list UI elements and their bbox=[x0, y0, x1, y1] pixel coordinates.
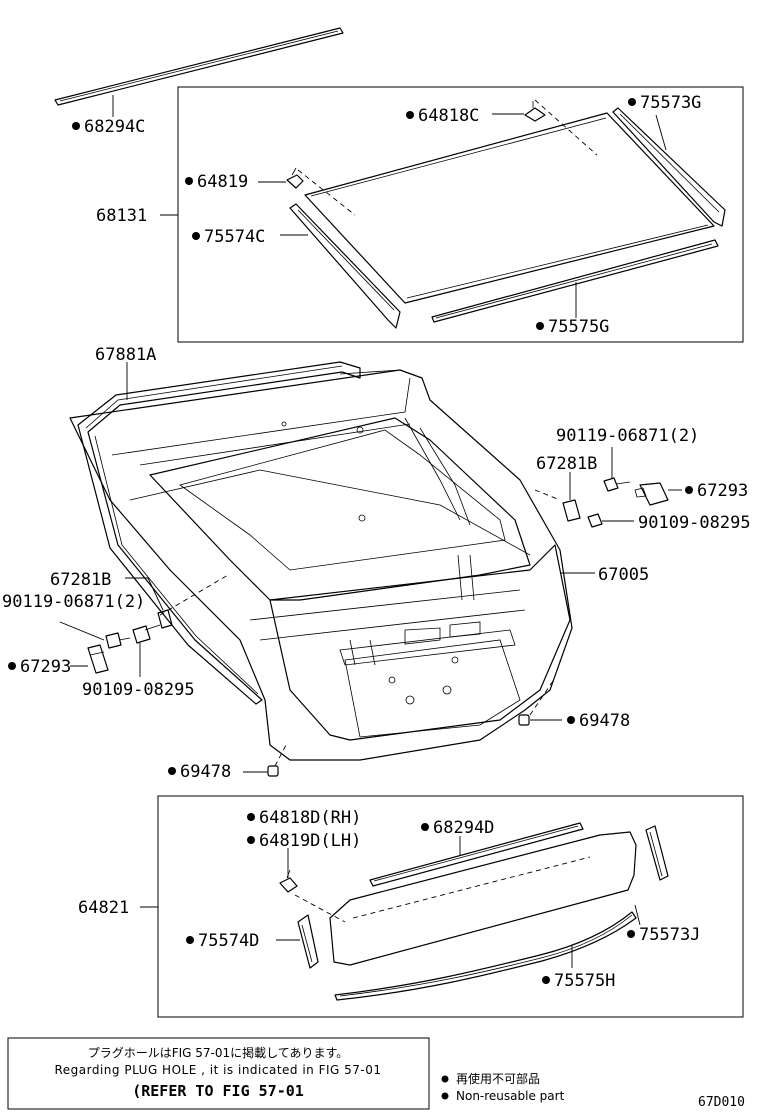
legend: 再使用不可部品 Non-reusable part bbox=[441, 1071, 565, 1103]
label-90119-left: 90119-06871(2) bbox=[2, 592, 145, 612]
label-75573j: 75573J bbox=[639, 925, 700, 945]
glass-clip-64819 bbox=[286, 167, 304, 189]
plug-69478-right bbox=[518, 714, 530, 726]
label-67293-left: 67293 bbox=[20, 657, 71, 677]
label-64819: 64819 bbox=[197, 172, 248, 192]
garnish-clip-64818d bbox=[279, 869, 298, 893]
legend-english: Non-reusable part bbox=[456, 1089, 565, 1103]
label-67881a: 67881A bbox=[95, 345, 156, 365]
molding-75575h bbox=[334, 911, 637, 1001]
label-90119-right: 90119-06871(2) bbox=[556, 426, 699, 446]
garnish-assembly-box bbox=[157, 795, 744, 1018]
label-68294c: 68294C bbox=[84, 117, 145, 137]
label-67293-right: 67293 bbox=[697, 481, 748, 501]
bolt-90109-right bbox=[587, 513, 603, 528]
label-75573g: 75573G bbox=[640, 93, 701, 113]
back-door-panel-67005 bbox=[69, 369, 573, 761]
label-64818c: 64818C bbox=[418, 106, 479, 126]
label-68131: 68131 bbox=[96, 206, 147, 226]
label-64818d: 64818D(RH) bbox=[259, 808, 361, 828]
note-japanese: プラグホールはFIG 57-01に掲載してあります。 bbox=[88, 1045, 349, 1060]
weatherstrip-67881a bbox=[77, 361, 361, 705]
label-68294d: 68294D bbox=[433, 818, 494, 838]
glass-clip-64818c bbox=[524, 101, 546, 122]
hinge-67281b-right bbox=[562, 499, 581, 522]
note-reference: (REFER TO FIG 57-01 bbox=[132, 1082, 304, 1100]
label-90109-right: 90109-08295 bbox=[638, 513, 751, 533]
end-cap-75574d bbox=[297, 914, 319, 969]
figure-code: 67D010 bbox=[698, 1095, 745, 1110]
label-69478-right: 69478 bbox=[579, 711, 630, 731]
label-64819d: 64819D(LH) bbox=[259, 831, 361, 851]
side-molding-75573g bbox=[612, 107, 726, 227]
bolt-90119-left bbox=[105, 632, 131, 649]
hinge-67293-right bbox=[634, 482, 669, 506]
plug-hole-note: プラグホールはFIG 57-01に掲載してあります。 Regarding PLU… bbox=[7, 1037, 430, 1110]
side-molding-75574c bbox=[289, 203, 401, 329]
garnish-panel-64821 bbox=[329, 831, 637, 966]
label-67005: 67005 bbox=[598, 565, 649, 585]
label-75574c: 75574C bbox=[204, 227, 265, 247]
note-english: Regarding PLUG HOLE , it is indicated in… bbox=[54, 1063, 381, 1077]
lower-molding-75575g bbox=[431, 239, 719, 323]
label-67281b-right: 67281B bbox=[536, 454, 597, 474]
back-door-glass bbox=[304, 112, 715, 304]
label-90109-left: 90109-08295 bbox=[82, 680, 195, 700]
glass-assembly-box bbox=[177, 86, 744, 343]
label-75574d: 75574D bbox=[198, 931, 259, 951]
roof-molding-68294c bbox=[54, 27, 344, 106]
label-64821: 64821 bbox=[78, 898, 129, 918]
molding-68294d bbox=[369, 822, 584, 887]
end-cap-75573j bbox=[645, 825, 669, 881]
hinge-67293-left bbox=[87, 644, 109, 674]
label-75575g: 75575G bbox=[548, 317, 609, 337]
label-67281b-left: 67281B bbox=[50, 570, 111, 590]
label-75575h: 75575H bbox=[554, 971, 615, 991]
plug-69478-left bbox=[267, 765, 279, 777]
legend-japanese: 再使用不可部品 bbox=[456, 1071, 540, 1086]
label-69478-left: 69478 bbox=[180, 762, 231, 782]
bolt-90119-right bbox=[603, 477, 631, 492]
hinge-67281b-left bbox=[157, 609, 173, 629]
bolt-90109-left bbox=[132, 624, 161, 644]
